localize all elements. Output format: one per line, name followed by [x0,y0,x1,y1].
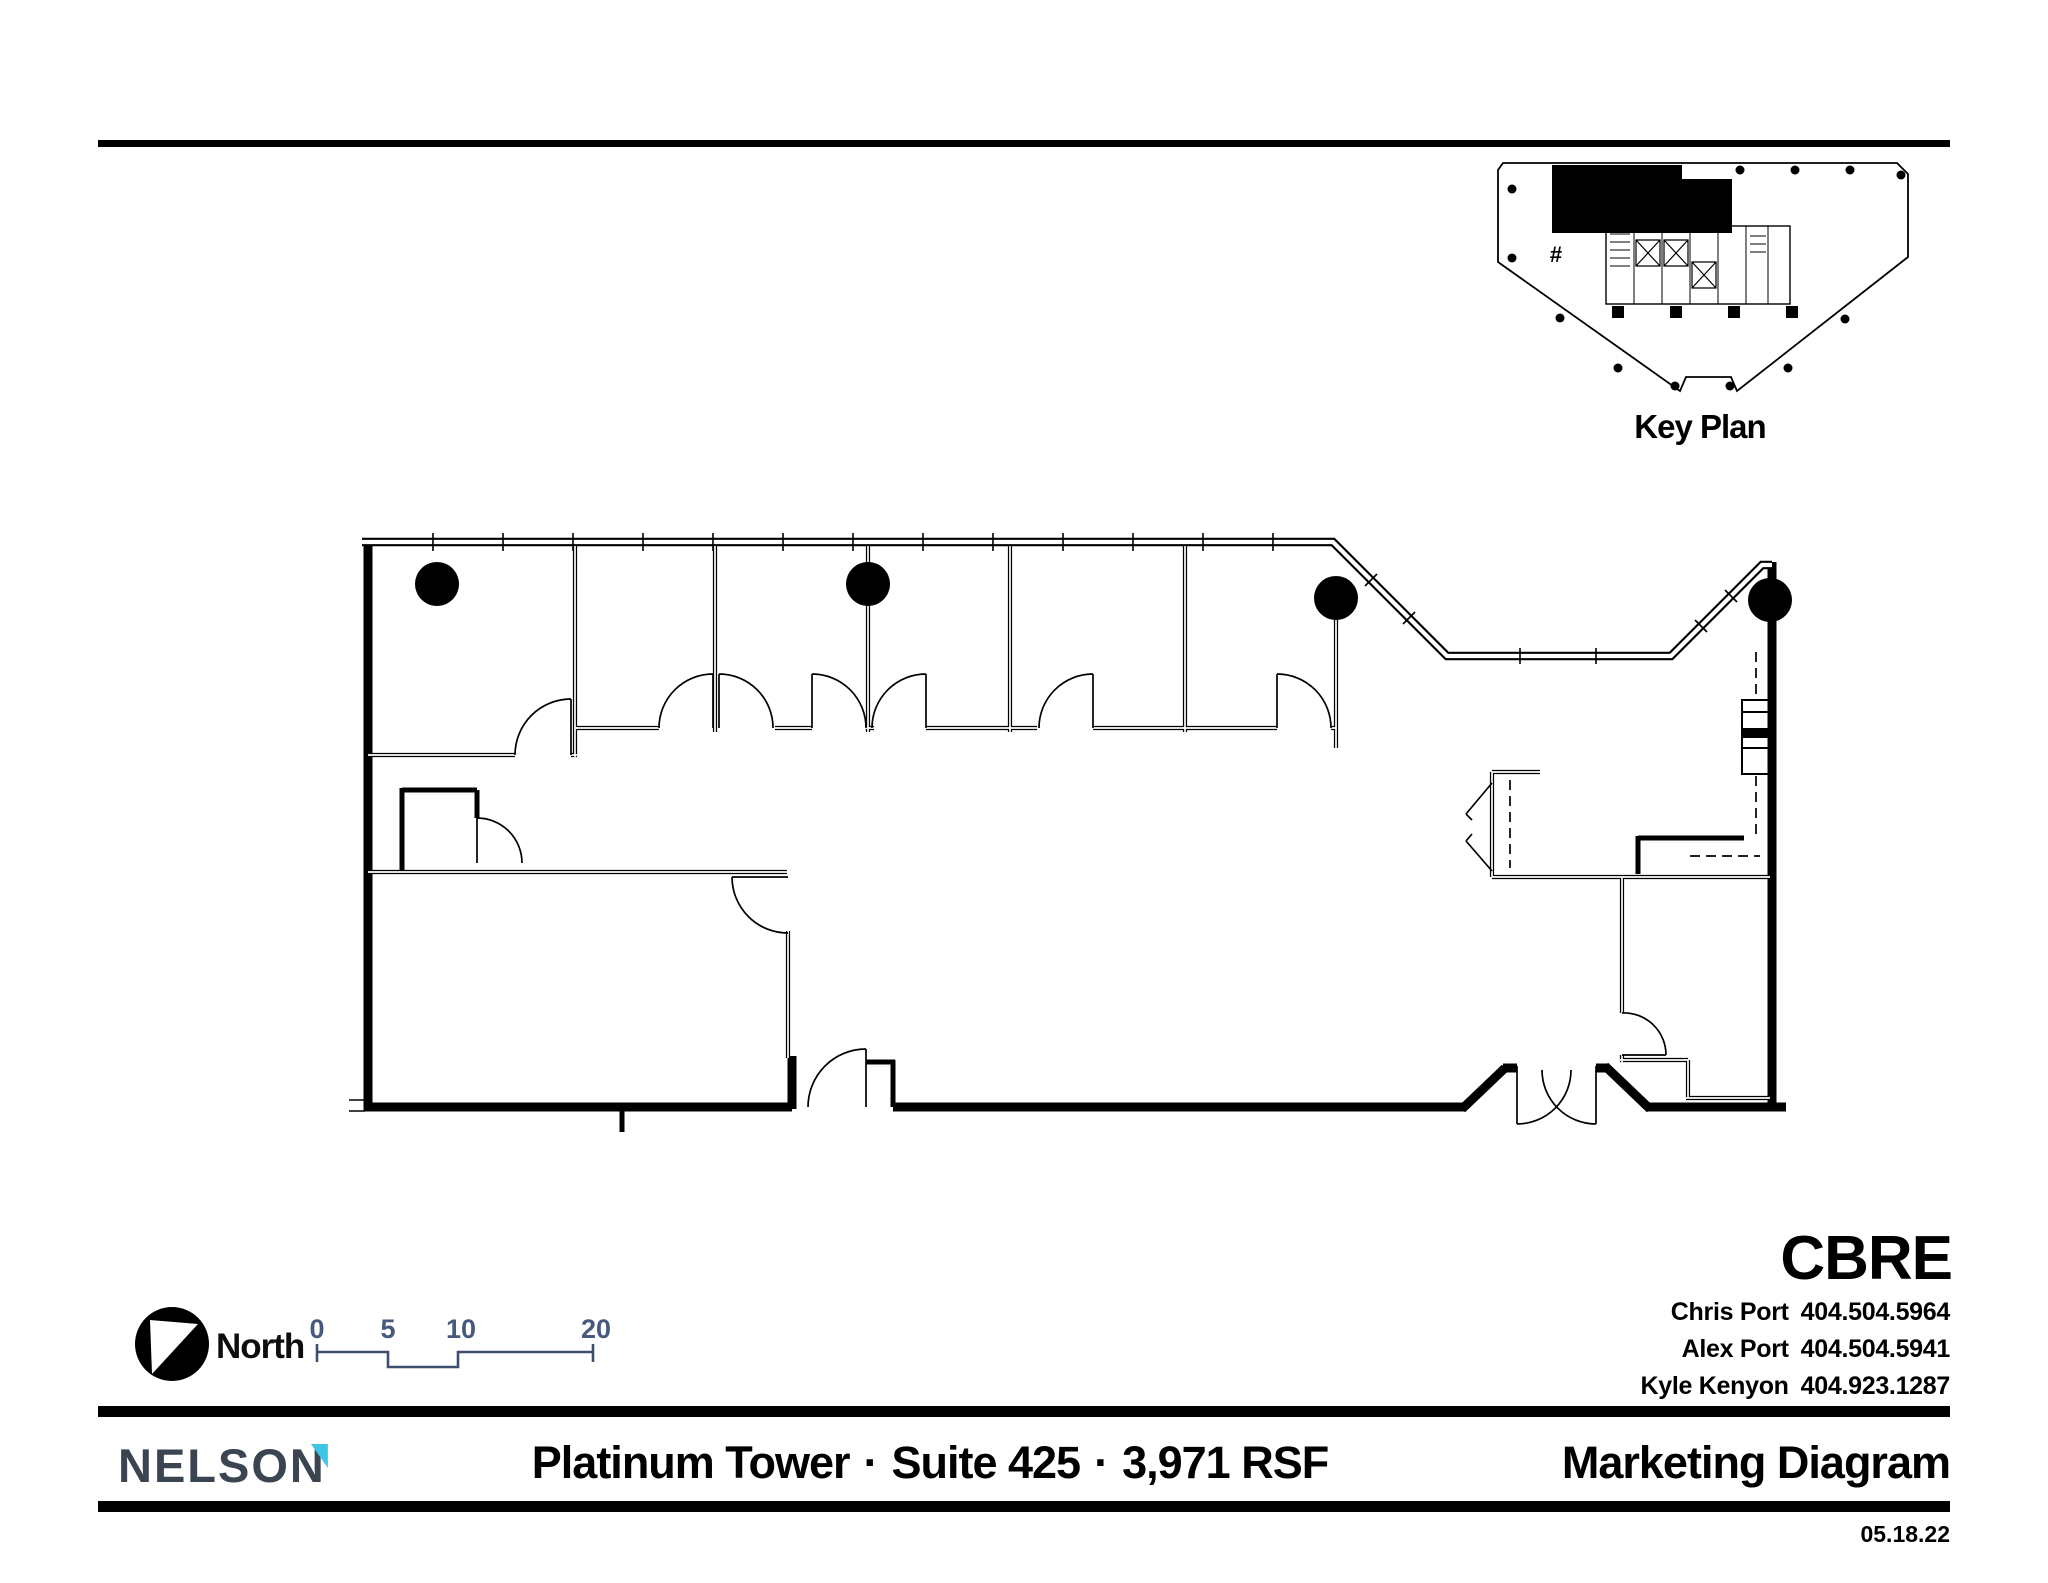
footer-rule-top [98,1406,1950,1417]
north-label: North [216,1327,304,1366]
date-stamp: 05.18.22 [1860,1521,1950,1547]
nelson-logo: NELSON [118,1439,328,1492]
key-plan-perimeter-dots [1507,165,1906,391]
scale-tick-label: 10 [446,1314,476,1344]
contact-name: Kyle Kenyon [1640,1372,1789,1400]
interior-walls [368,546,1770,1101]
contact-phone: 404.504.5964 [1800,1298,1951,1326]
suite-number: Suite 425 [891,1437,1081,1488]
interior-walls-core [368,546,1770,1099]
contact-row: Kyle Kenyon 404.923.1287 [1640,1368,1951,1405]
dashed-lines [1509,652,1760,868]
key-plan-outline [1497,162,1909,393]
key-plan-core [1605,225,1791,305]
scale-tick-label: 5 [380,1314,395,1344]
document-type-label: Marketing Diagram [1561,1437,1951,1488]
column-marker [1748,578,1792,622]
nelson-logo-last-letter: N [289,1439,328,1492]
window-wall-core [362,539,1772,659]
scale-tick-label: 20 [581,1314,611,1344]
title-separator: · [863,1437,878,1488]
door-arcs [476,673,1667,1125]
contact-name: Chris Port [1670,1298,1789,1326]
floor-plan [349,533,1792,1132]
column-marker [846,562,890,606]
top-rule [98,140,1950,147]
scale-bar: 0 5 10 20 [309,1314,611,1369]
north-arrow: North [135,1307,305,1381]
exterior-walls [363,544,1786,1113]
contact-phone: 404.504.5941 [1800,1335,1951,1363]
suite-title: Platinum Tower·Suite 425·3,971 RSF [380,1440,1480,1485]
column-marker [415,562,459,606]
secondary-walls [399,787,1744,1132]
key-plan-stair-hatch [1610,233,1766,267]
column-marker [1314,576,1358,620]
key-plan-hash-marker: # [1550,242,1562,267]
north-arrow-pointer [150,1320,198,1374]
contact-row: Chris Port 404.504.5964 [1641,1294,1951,1331]
contact-name: Alex Port [1681,1335,1789,1363]
suite-area: 3,971 RSF [1122,1437,1329,1488]
scale-tick-label: 0 [309,1314,324,1344]
footer-rule-bottom [98,1501,1950,1512]
key-plan-core-divisions [1633,226,1769,304]
building-name: Platinum Tower [531,1437,851,1488]
shaft-box [1741,699,1771,775]
key-plan-suite-highlight [1552,165,1732,233]
key-plan-column-squares [1612,306,1798,318]
cbre-logo: CBRE [1780,1224,1953,1293]
scale-bar-line [315,1344,595,1369]
key-plan-label: Key Plan [1634,408,1765,445]
title-separator: · [1094,1437,1109,1488]
window-mullion-ticks [349,533,1738,1112]
key-plan: # Key Plan [1497,162,1909,445]
contact-row: Alex Port 404.504.5941 [1641,1331,1951,1368]
nelson-logo-text: NELSO [118,1439,290,1492]
key-plan-elevator-shafts [1635,239,1717,289]
cbre-contact-list: Chris Port 404.504.5964 Alex Port 404.504.… [1640,1294,1951,1405]
contact-phone: 404.923.1287 [1800,1372,1951,1400]
columns [415,562,1792,622]
